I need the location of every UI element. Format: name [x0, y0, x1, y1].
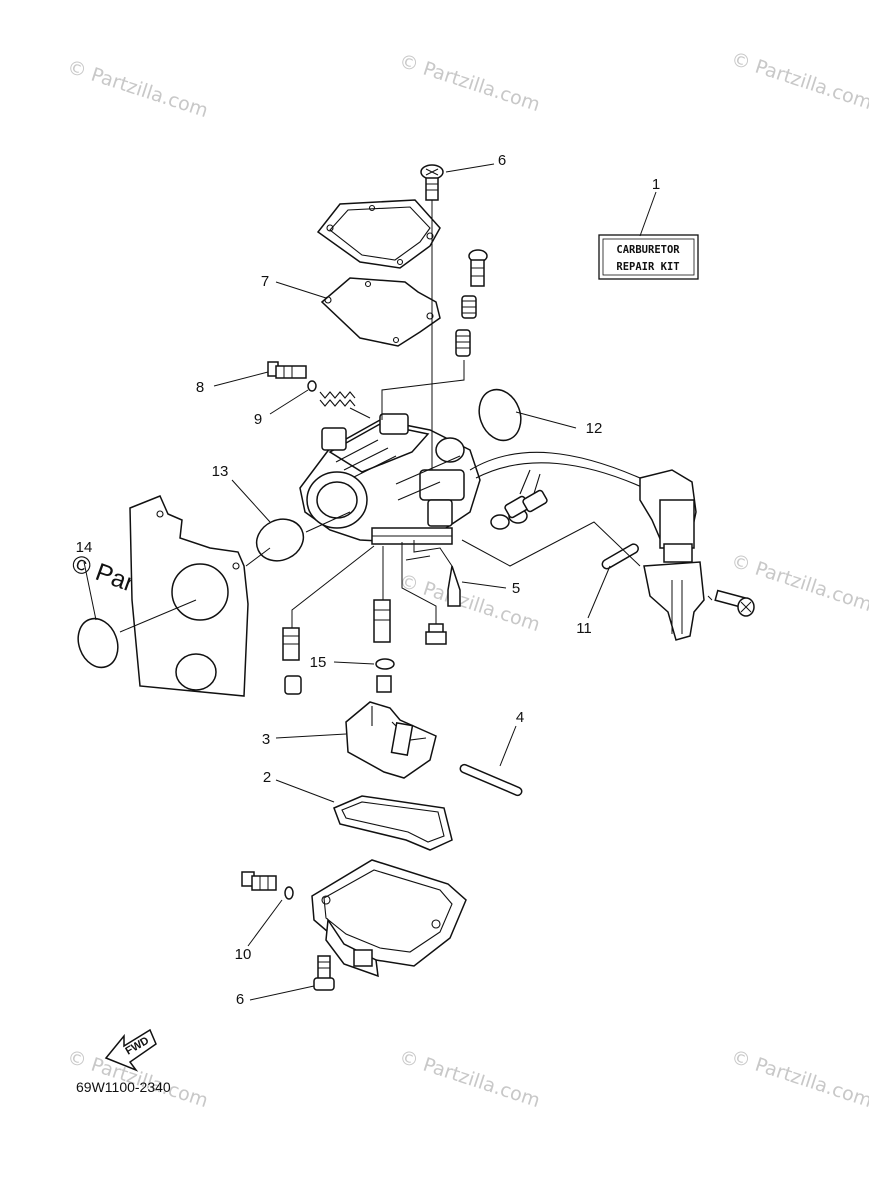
- adjust-screw-spring: [455, 249, 488, 357]
- o-ring-13: [255, 518, 305, 562]
- callout-numbers: 1 2 3 4 5 6 6 7 8 9 10 11 12 13 14 15: [76, 152, 661, 1008]
- o-ring-14: [77, 617, 119, 669]
- callout-4: 4: [516, 709, 524, 726]
- pilot-spring: [319, 391, 356, 407]
- callout-3: 3: [262, 731, 270, 748]
- leader-lines: [83, 163, 657, 1001]
- float: [345, 701, 437, 779]
- intake-gasket: [129, 495, 249, 697]
- drain-screw: [241, 871, 277, 891]
- watermark: © Partzilla.com: [396, 50, 542, 116]
- watermark: © Partzilla.com: [396, 1046, 542, 1112]
- top-gasket: [320, 277, 441, 347]
- watermark: © Partzilla.com: [728, 1046, 869, 1112]
- callout-7: 7: [261, 273, 269, 290]
- kit-label-line1: CARBURETOR: [616, 244, 680, 256]
- callout-9: 9: [254, 411, 262, 428]
- assembly-lines: [119, 200, 641, 633]
- callout-14: 14: [76, 539, 93, 556]
- o-ring-11: [601, 543, 639, 570]
- callout-5: 5: [512, 580, 520, 597]
- float-pin: [459, 763, 523, 797]
- main-jet: [425, 623, 447, 645]
- callout-10: 10: [235, 946, 252, 963]
- screw-top: [420, 164, 444, 201]
- callout-2: 2: [263, 769, 271, 786]
- kit-label-line2: REPAIR KIT: [616, 261, 679, 273]
- callout-12: 12: [586, 420, 603, 437]
- main-jet-nozzle: [282, 627, 302, 695]
- callout-13: 13: [212, 463, 229, 480]
- pilot-jet: [373, 599, 392, 693]
- callout-6-top: 6: [498, 152, 506, 169]
- callout-6-bottom: 6: [236, 991, 244, 1008]
- watermark: © Partzilla.com: [728, 48, 869, 114]
- callout-11: 11: [576, 620, 592, 637]
- diagram-code: 69W1100-2340: [76, 1079, 171, 1095]
- callout-15: 15: [310, 654, 327, 671]
- pilot-o-ring: [307, 380, 317, 392]
- top-cover: [316, 199, 441, 269]
- drain-o-ring: [284, 886, 294, 900]
- carburetor-body: [299, 413, 481, 545]
- o-ring-15: [375, 658, 395, 670]
- o-ring-12: [478, 388, 522, 442]
- pilot-screw: [267, 361, 307, 379]
- choke-solenoid: [469, 451, 755, 641]
- callout-1: 1: [652, 176, 660, 193]
- needle-valve: [447, 565, 461, 607]
- wire-connectors: [490, 489, 548, 530]
- watermark: © Partzilla.com: [396, 570, 542, 636]
- solenoid-screw: [714, 589, 755, 617]
- callout-8: 8: [196, 379, 204, 396]
- float-bowl-gasket: [333, 795, 453, 851]
- watermark: © Partzilla.com: [64, 56, 210, 122]
- screw-bottom: [313, 955, 335, 991]
- float-bowl: [311, 859, 467, 978]
- repair-kit-label: CARBURETOR REPAIR KIT: [598, 234, 699, 280]
